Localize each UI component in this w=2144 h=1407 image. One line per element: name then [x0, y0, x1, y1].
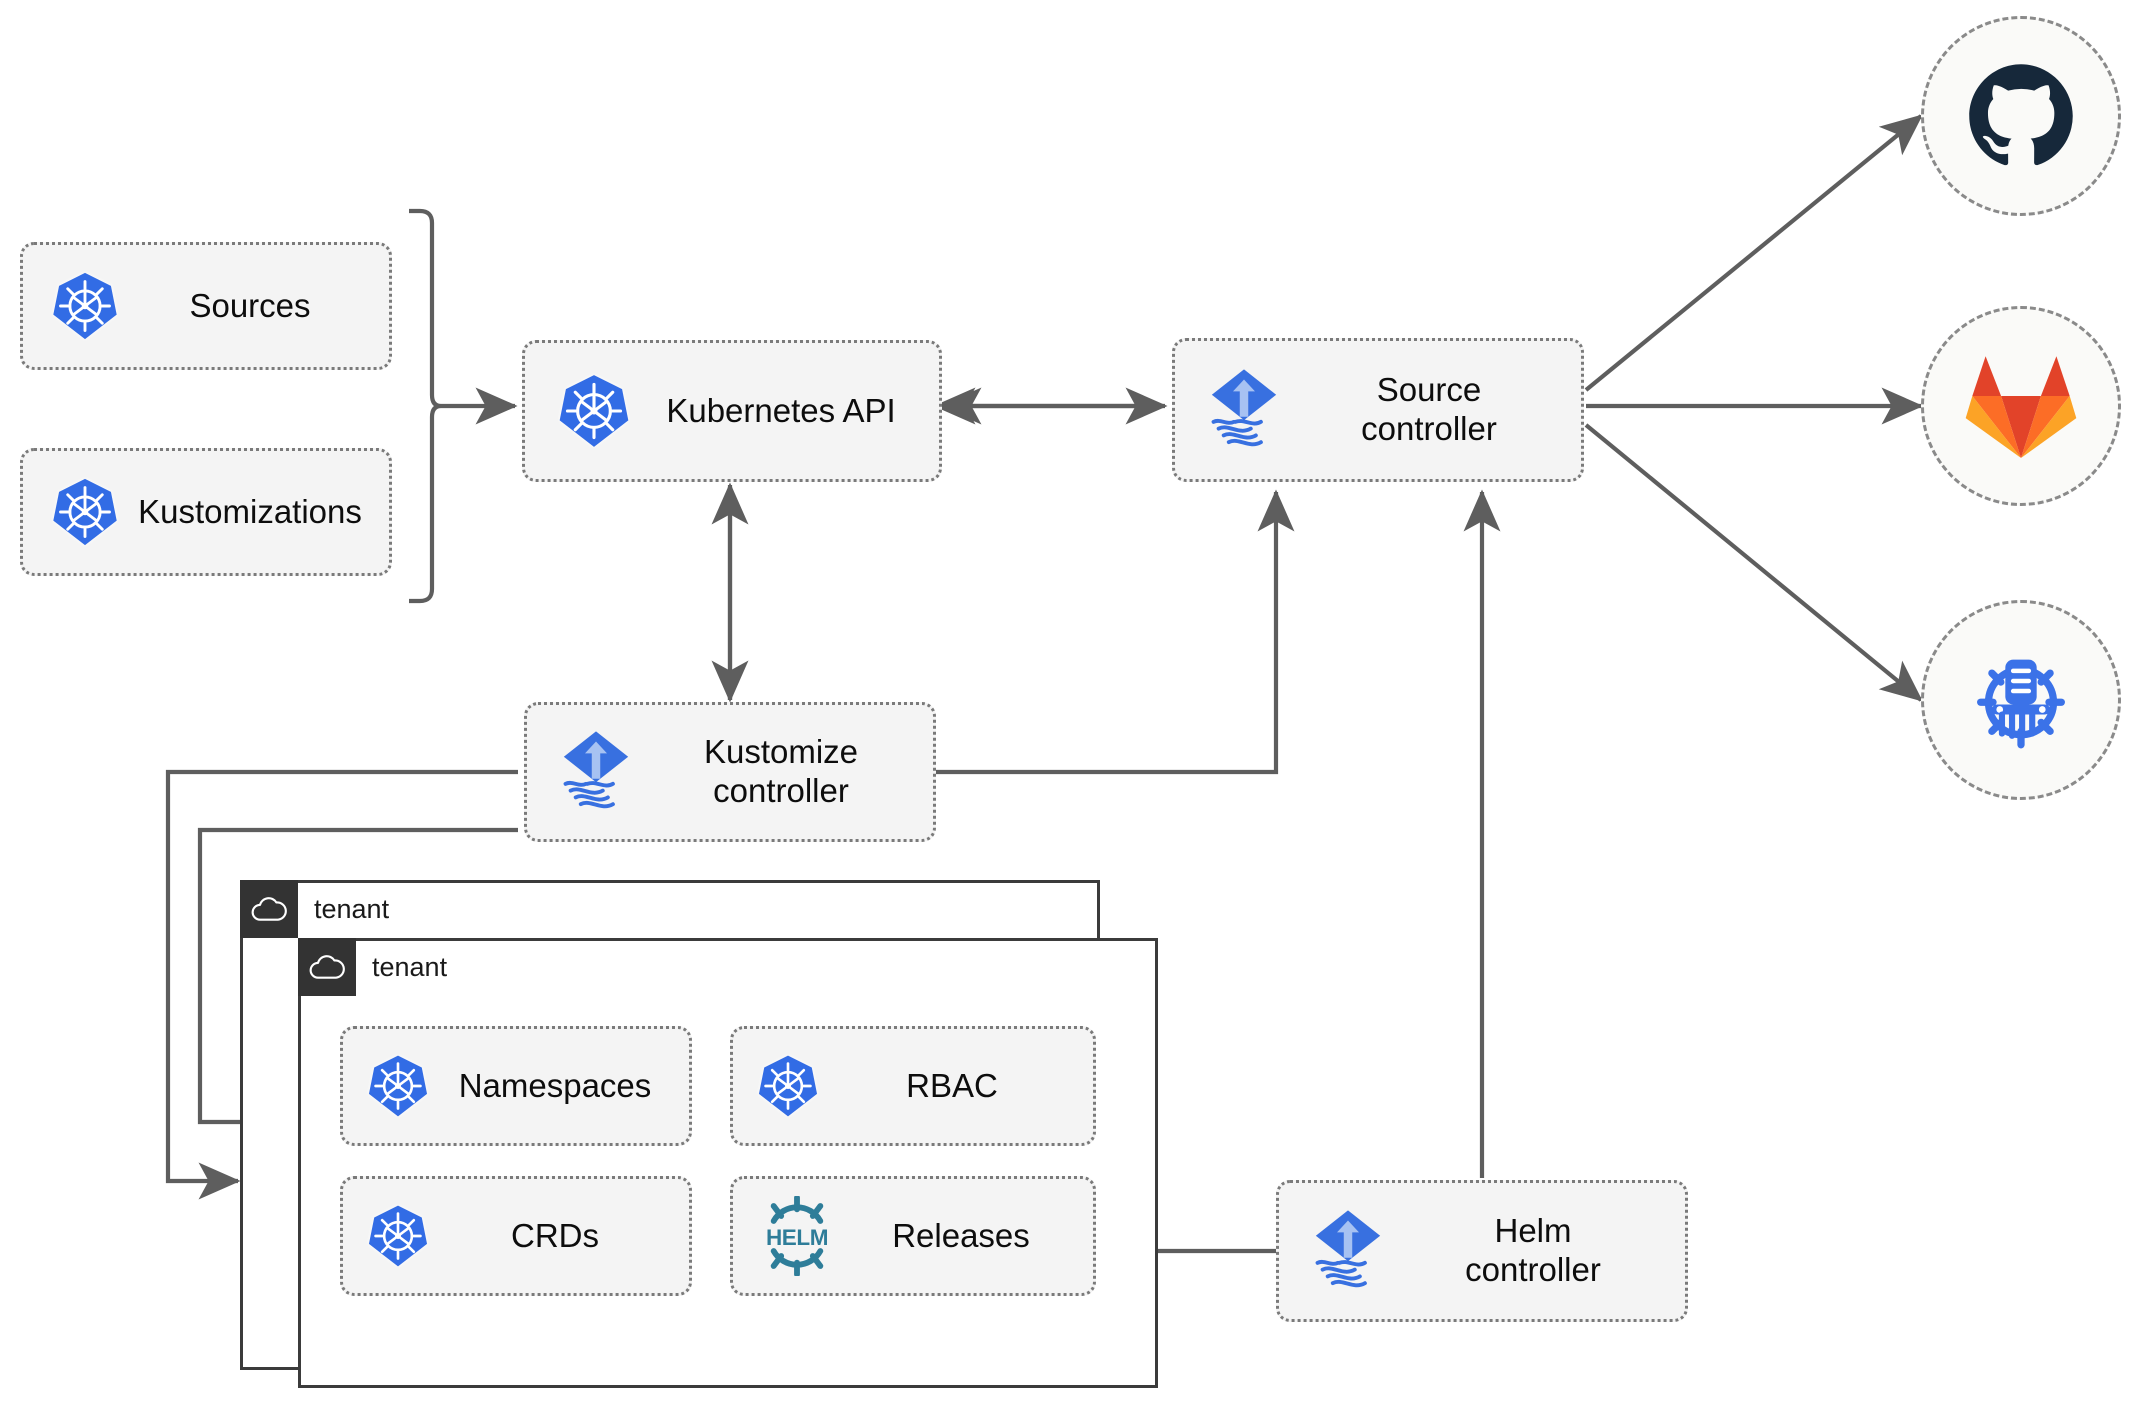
github-icon: [1969, 64, 2073, 166]
tenant-header: tenant: [298, 938, 447, 996]
kubernetes-icon: [555, 372, 633, 450]
provider-github[interactable]: [1921, 16, 2121, 216]
kubernetes-icon: [49, 476, 121, 548]
flux-icon: [553, 728, 639, 816]
node-releases-label: Releases: [892, 1216, 1030, 1254]
flux-icon: [1201, 366, 1287, 454]
cloud-icon: [240, 880, 298, 938]
kubernetes-icon: [49, 270, 121, 342]
gitlab-icon: [1965, 356, 2077, 458]
node-sources-label: Sources: [189, 286, 311, 324]
provider-gitlab[interactable]: [1921, 306, 2121, 506]
node-kustomizations-label: Kustomizations: [138, 492, 362, 530]
kubernetes-icon: [755, 1053, 821, 1119]
kubernetes-icon: [365, 1203, 431, 1269]
node-helm-controller[interactable]: Helm controller: [1276, 1180, 1688, 1322]
node-kubernetes-api-label: Kubernetes API: [666, 391, 896, 429]
node-kustomize-controller-label: Kustomize controller: [703, 733, 859, 809]
tenant-label: tenant: [314, 893, 390, 924]
cloud-icon: [298, 938, 356, 996]
node-source-controller-label: Source controller: [1361, 371, 1497, 447]
node-kubernetes-api[interactable]: Kubernetes API: [522, 340, 942, 482]
bucket-registry-icon: [1977, 659, 2065, 749]
node-releases[interactable]: HELM Releases: [730, 1176, 1096, 1296]
tenant-header: tenant: [240, 880, 389, 938]
kubernetes-icon: [365, 1053, 431, 1119]
tenant-panel-inner[interactable]: tenant: [298, 938, 1158, 1388]
node-namespaces-label: Namespaces: [458, 1066, 652, 1104]
flux-icon: [1305, 1207, 1391, 1295]
svg-text:HELM: HELM: [766, 1225, 828, 1250]
node-crds[interactable]: CRDs: [340, 1176, 692, 1296]
node-rbac[interactable]: RBAC: [730, 1026, 1096, 1146]
provider-bucket[interactable]: [1921, 600, 2121, 800]
node-helm-controller-label: Helm controller: [1465, 1212, 1601, 1288]
node-rbac-label: RBAC: [906, 1066, 998, 1104]
node-namespaces[interactable]: Namespaces: [340, 1026, 692, 1146]
node-source-controller[interactable]: Source controller: [1172, 338, 1584, 482]
node-sources[interactable]: Sources: [20, 242, 392, 370]
helm-icon: HELM: [755, 1196, 839, 1276]
node-crds-label: CRDs: [511, 1216, 599, 1254]
tenant-label: tenant: [372, 951, 448, 982]
node-kustomize-controller[interactable]: Kustomize controller: [524, 702, 936, 842]
node-kustomizations[interactable]: Kustomizations: [20, 448, 392, 576]
